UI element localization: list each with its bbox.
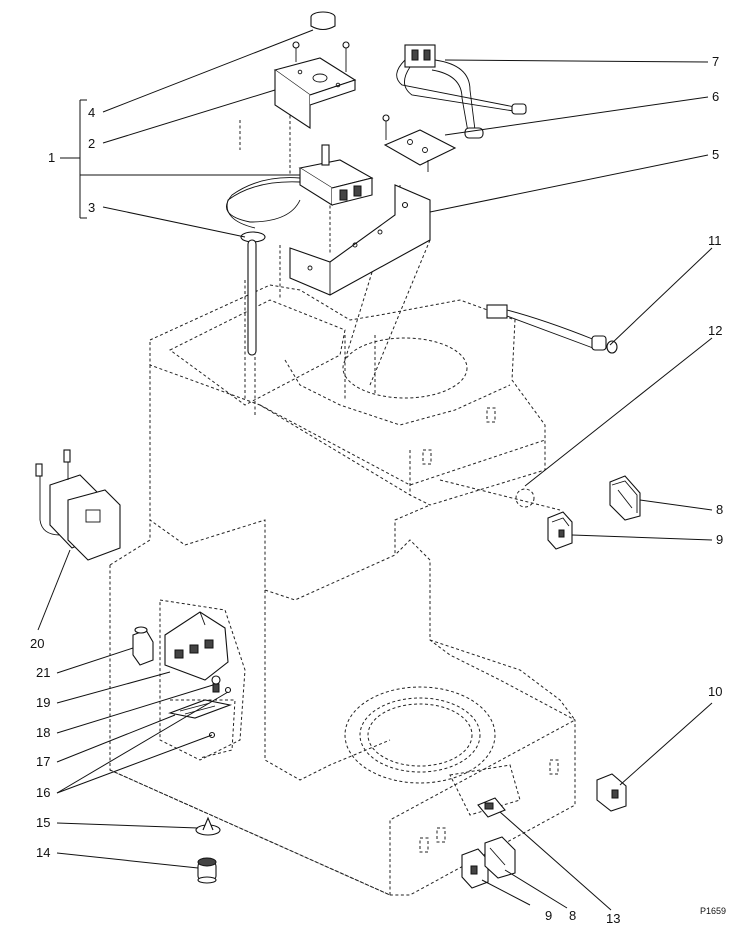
callout-7: 7 [712, 54, 719, 69]
indicator-light-lower [211, 675, 221, 693]
switch-bracket-lower [164, 611, 229, 681]
callout-labels: 1 2 3 4 5 6 7 8 9 10 11 12 13 14 15 16 1… [30, 54, 726, 926]
rocker-switch-lower-right [484, 836, 516, 879]
callout-2: 2 [88, 136, 95, 151]
indicator-lamp-harness [486, 304, 618, 354]
wire-harness [396, 44, 527, 139]
thermostat-control [226, 144, 374, 229]
toggle-switch-upper [547, 511, 573, 550]
callout-16: 16 [36, 785, 50, 800]
rocker-switch-upper [609, 475, 641, 521]
callout-17: 17 [36, 754, 50, 769]
rocker-switch-lower [132, 626, 154, 666]
callout-19: 19 [36, 695, 50, 710]
callout-9-upper: 9 [716, 532, 723, 547]
callout-3: 3 [88, 200, 95, 215]
switch-bracket-13 [477, 797, 506, 818]
callout-10: 10 [708, 684, 722, 699]
callout-5: 5 [712, 147, 719, 162]
leader-lines [37, 29, 713, 911]
callout-11: 11 [708, 233, 722, 248]
figure-code: P1659 [700, 906, 726, 916]
brewer-body-outline [109, 110, 576, 896]
callout-18: 18 [36, 725, 50, 740]
thermostat-mounting-bracket [273, 41, 357, 130]
callout-6: 6 [712, 89, 719, 104]
tank-lid-seal [195, 816, 221, 836]
relay-contactor [35, 449, 121, 561]
toggle-switch-lower [461, 848, 489, 889]
faucet-handle [197, 857, 217, 884]
callout-9-lower: 9 [545, 908, 552, 923]
callout-12: 12 [708, 323, 722, 338]
terminal-block-plate [382, 114, 457, 172]
assembly-bracket-1 [60, 99, 300, 219]
callout-8-upper: 8 [716, 502, 723, 517]
callout-15: 15 [36, 815, 50, 830]
toggle-switch-warmer [596, 773, 627, 812]
callout-13: 13 [606, 911, 620, 926]
callout-8-lower: 8 [569, 908, 576, 923]
callout-21: 21 [36, 665, 50, 680]
switch-mounting-bracket [289, 184, 431, 296]
thermostat-knob [310, 11, 336, 31]
callout-20: 20 [30, 636, 44, 651]
rivet-screws [208, 686, 232, 739]
thermostat-sensing-bulb [240, 231, 266, 356]
callout-4: 4 [88, 105, 95, 120]
callout-1: 1 [48, 150, 55, 165]
callout-14: 14 [36, 845, 50, 860]
